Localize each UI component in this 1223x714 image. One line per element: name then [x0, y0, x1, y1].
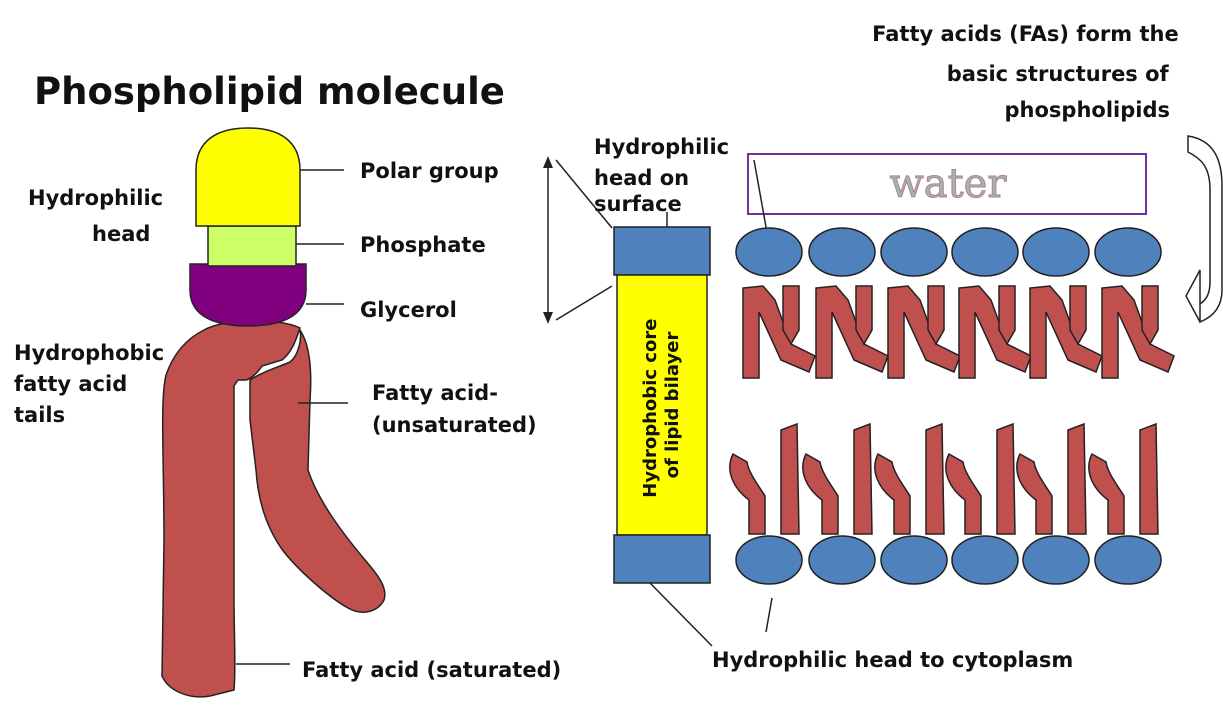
- lower-head: [736, 536, 802, 584]
- head-height-arrow: [543, 156, 553, 324]
- upper-head: [1095, 228, 1161, 276]
- upper-tail: [999, 286, 1015, 344]
- lower-tail: [926, 424, 944, 534]
- upper-head: [736, 228, 802, 276]
- lower-tail: [875, 454, 910, 534]
- curved-arrow-icon: [1186, 136, 1222, 322]
- lower-tail: [803, 454, 838, 534]
- lower-tail: [1140, 424, 1158, 534]
- lower-tail: [781, 424, 799, 534]
- hydrophobic-tails-label: Hydrophobic fatty acid tails: [14, 341, 171, 427]
- cytoplasm-leader-right: [766, 598, 772, 632]
- top-head-layer: [614, 227, 710, 275]
- upper-tail: [1070, 286, 1086, 344]
- lower-tail: [1068, 424, 1086, 534]
- lower-tail: [946, 454, 981, 534]
- unsaturated-tail: [250, 330, 385, 612]
- upper-head: [1023, 228, 1089, 276]
- upper-head: [952, 228, 1018, 276]
- lower-tail: [854, 424, 872, 534]
- glycerol-part: [190, 264, 306, 326]
- diagram-title: Phospholipid molecule: [34, 70, 505, 113]
- head-on-surface-label: Hydrophilic head on surface: [594, 135, 736, 216]
- upper-tail: [1030, 286, 1102, 378]
- upper-tail: [1142, 286, 1158, 344]
- hydrophobic-core-label: Hydrophobic core of lipid bilayer: [640, 312, 683, 497]
- lower-tail: [1017, 454, 1052, 534]
- polar-group-label: Polar group: [360, 159, 499, 183]
- phosphate-label: Phosphate: [360, 233, 486, 257]
- phosphate-part: [208, 226, 296, 266]
- lower-tail: [1089, 454, 1124, 534]
- polar-group-part: [196, 128, 300, 226]
- glycerol-label: Glycerol: [360, 298, 457, 322]
- lower-head: [952, 536, 1018, 584]
- lower-tail: [997, 424, 1015, 534]
- arrow-bottom-leader: [556, 286, 612, 320]
- lower-head: [1023, 536, 1089, 584]
- lower-head: [1095, 536, 1161, 584]
- upper-tail: [928, 286, 944, 344]
- water-label: water: [890, 161, 1008, 207]
- hydrophilic-head-label: Hydrophilic head: [28, 186, 170, 246]
- head-to-cytoplasm-label: Hydrophilic head to cytoplasm: [712, 648, 1073, 672]
- upper-head: [809, 228, 875, 276]
- upper-head: [881, 228, 947, 276]
- upper-tail: [888, 286, 960, 378]
- upper-tail: [856, 286, 872, 344]
- lower-tail: [730, 454, 765, 534]
- upper-tail: [783, 286, 799, 344]
- upper-tail: [959, 286, 1031, 378]
- cytoplasm-leader-left: [650, 583, 712, 646]
- bottom-head-layer: [614, 535, 710, 583]
- lipid-bilayer: [730, 228, 1174, 584]
- fatty-acid-saturated-label: Fatty acid (saturated): [302, 658, 561, 682]
- upper-tail: [816, 286, 888, 378]
- phospholipid-molecule: [162, 128, 385, 697]
- upper-tail: [743, 286, 815, 378]
- upper-tail: [1102, 286, 1174, 378]
- lower-head: [881, 536, 947, 584]
- lower-head: [809, 536, 875, 584]
- fatty-acids-note: Fatty acids (FAs) form the basic structu…: [872, 22, 1186, 122]
- fatty-acid-unsaturated-label: Fatty acid- (unsaturated): [372, 381, 537, 437]
